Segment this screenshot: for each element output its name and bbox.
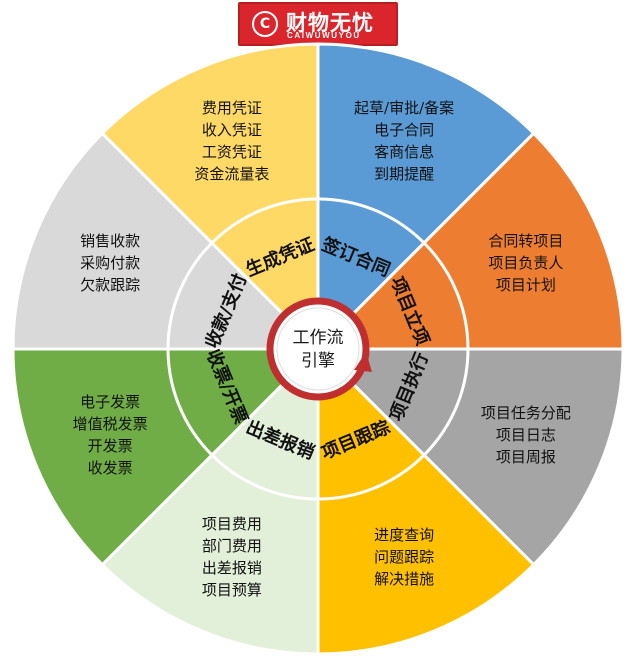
segment-item: 客商信息 bbox=[374, 143, 434, 161]
outer-ring-edge bbox=[12, 43, 624, 655]
logo-name: 财物无忧 bbox=[286, 11, 374, 35]
segment-item: 项目预算 bbox=[202, 581, 262, 599]
segment-item: 项目日志 bbox=[496, 426, 556, 444]
segment-item: 出差报销 bbox=[202, 559, 262, 577]
workflow-engine-hub: 工作流 引擎 bbox=[266, 297, 372, 401]
segment-item: 采购付款 bbox=[80, 254, 140, 272]
segment-item: 费用凭证 bbox=[202, 99, 262, 117]
logo-subtitle: CAIWUWUYOU bbox=[287, 31, 361, 40]
segment-item: 收发票 bbox=[88, 459, 133, 477]
hub-title-line2: 引擎 bbox=[301, 351, 335, 371]
segment-item: 销售收款 bbox=[80, 232, 140, 250]
hub-title-line1: 工作流 bbox=[293, 328, 344, 348]
segment-item: 到期提醒 bbox=[374, 165, 434, 183]
segment-item: 项目费用 bbox=[202, 515, 262, 533]
inner-ring-divider bbox=[166, 197, 470, 501]
segment-item: 欠款跟踪 bbox=[80, 276, 140, 294]
segment-item: 部门费用 bbox=[202, 537, 262, 555]
brand-logo: C 财物无忧 CAIWUWUYOU bbox=[238, 2, 398, 46]
segment-item: 项目任务分配 bbox=[481, 404, 571, 422]
logo-mark-icon: C bbox=[252, 11, 278, 37]
segment-item: 进度查询 bbox=[374, 526, 434, 544]
segment-item: 电子合同 bbox=[374, 121, 434, 139]
segment-item: 合同转项目 bbox=[488, 232, 563, 250]
segment-item: 资金流量表 bbox=[194, 165, 269, 183]
segment-item: 解决措施 bbox=[374, 570, 434, 588]
segment-item: 问题跟踪 bbox=[374, 548, 434, 566]
segment-item: 开发票 bbox=[88, 437, 133, 455]
segment-item: 起草/审批/备案 bbox=[354, 99, 454, 117]
hub-arrow-icon bbox=[354, 352, 372, 372]
hub-inner bbox=[276, 307, 360, 391]
segment-item: 增值税发票 bbox=[73, 415, 148, 433]
segment-item: 项目计划 bbox=[496, 276, 556, 294]
segment-item: 电子发票 bbox=[80, 393, 140, 411]
rings-layer bbox=[12, 43, 624, 655]
segment-item: 项目周报 bbox=[496, 448, 556, 466]
segment-item: 项目负责人 bbox=[488, 254, 563, 272]
segment-item: 工资凭证 bbox=[202, 143, 262, 161]
segment-item: 收入凭证 bbox=[202, 121, 262, 139]
